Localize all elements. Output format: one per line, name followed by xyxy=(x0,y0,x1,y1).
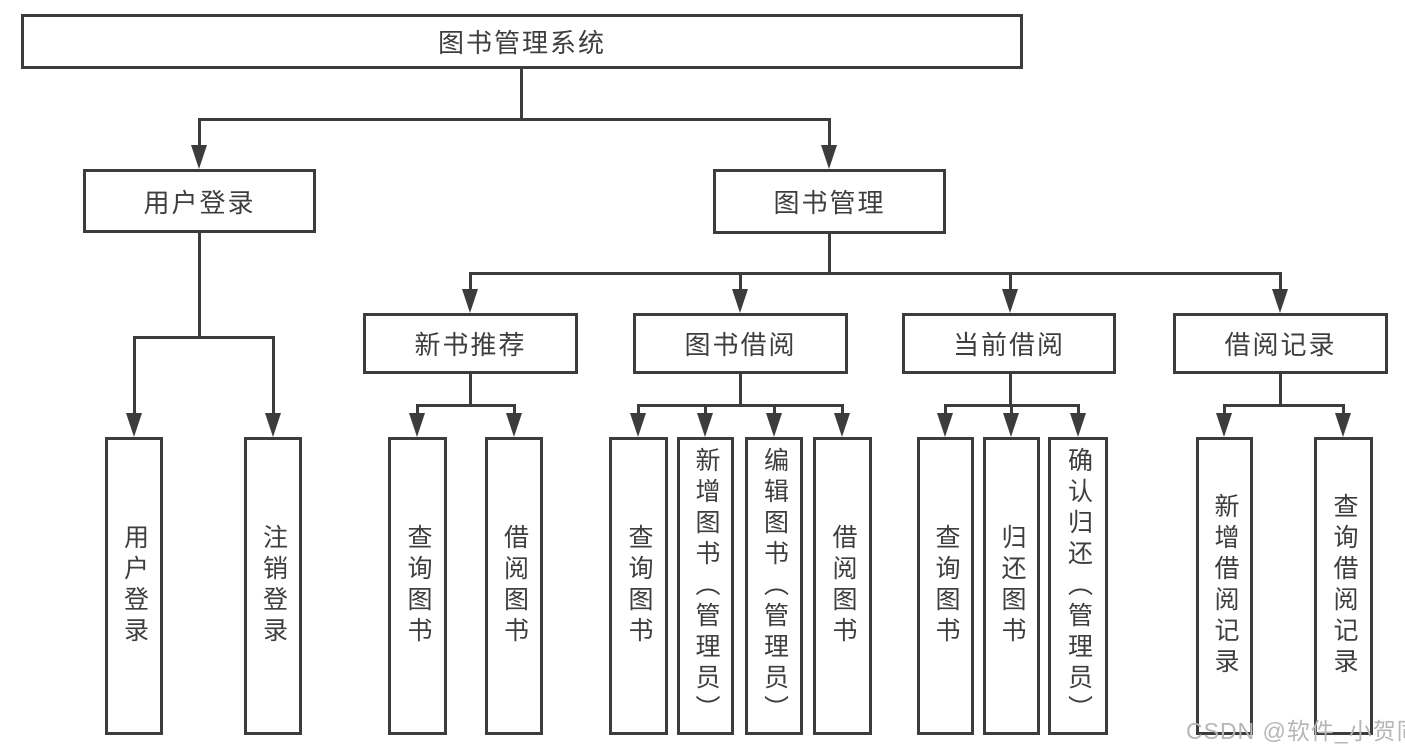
connector-line xyxy=(1077,404,1080,415)
leaf-borrow-books-borrowing: 借阅图书 xyxy=(813,437,872,735)
connector-line xyxy=(739,374,742,407)
connector-line xyxy=(520,68,523,121)
node-library-management-system: 图书管理系统 xyxy=(21,14,1023,69)
arrowhead xyxy=(937,413,953,437)
connector-line xyxy=(1279,272,1282,291)
connector-line xyxy=(739,272,742,291)
leaf-logout: 注销登录 xyxy=(244,437,302,735)
arrowhead xyxy=(126,413,142,437)
arrowhead xyxy=(191,145,207,169)
leaf-query-books-current: 查询图书 xyxy=(917,437,974,735)
connector-line xyxy=(1279,374,1282,407)
node-new-book-recommendation: 新书推荐 xyxy=(363,313,578,374)
arrowhead xyxy=(1003,413,1019,437)
arrowhead xyxy=(1216,413,1232,437)
csdn-watermark: CSDN @软件_小贺同学 xyxy=(1186,718,1405,744)
node-borrowing-records: 借阅记录 xyxy=(1173,313,1388,374)
leaf-confirm-return-admin: 确认归还（管理员） xyxy=(1048,437,1108,735)
arrowhead xyxy=(697,413,713,437)
arrowhead xyxy=(506,413,522,437)
leaf-add-borrow-record: 新增借阅记录 xyxy=(1196,437,1253,735)
connector-line xyxy=(416,404,419,415)
connector-line xyxy=(704,404,707,415)
connector-line xyxy=(198,118,201,147)
arrowhead xyxy=(834,413,850,437)
arrowhead xyxy=(821,145,837,169)
connector-line xyxy=(469,272,1282,275)
connector-line xyxy=(841,404,844,415)
connector-line xyxy=(1009,272,1012,291)
node-book-management: 图书管理 xyxy=(713,169,946,234)
node-current-borrowing: 当前借阅 xyxy=(902,313,1116,374)
arrowhead xyxy=(1070,413,1086,437)
connector-line xyxy=(1009,374,1012,407)
arrowhead xyxy=(265,413,281,437)
leaf-user-login: 用户登录 xyxy=(105,437,163,735)
connector-line xyxy=(513,404,516,415)
connector-line xyxy=(469,272,472,291)
connector-line xyxy=(198,233,201,339)
leaf-edit-books-admin: 编辑图书（管理员） xyxy=(745,437,803,735)
node-user-login: 用户登录 xyxy=(83,169,316,233)
connector-line xyxy=(1010,404,1013,415)
connector-line xyxy=(198,118,831,121)
connector-line xyxy=(773,404,776,415)
connector-line xyxy=(416,404,516,407)
connector-line xyxy=(637,404,640,415)
arrowhead xyxy=(766,413,782,437)
arrowhead xyxy=(630,413,646,437)
connector-line xyxy=(637,404,844,407)
arrowhead xyxy=(1272,289,1288,313)
connector-line xyxy=(828,118,831,147)
leaf-query-books-borrowing: 查询图书 xyxy=(609,437,668,735)
leaf-borrow-books-recommend: 借阅图书 xyxy=(485,437,543,735)
leaf-query-books-recommend: 查询图书 xyxy=(388,437,447,735)
connector-line xyxy=(272,336,275,415)
arrowhead xyxy=(732,289,748,313)
connector-line xyxy=(828,234,831,275)
connector-line xyxy=(1223,404,1226,415)
arrowhead xyxy=(1002,289,1018,313)
arrowhead xyxy=(409,413,425,437)
connector-line xyxy=(469,374,472,407)
connector-line xyxy=(133,336,275,339)
connector-line xyxy=(1223,404,1345,407)
node-book-borrowing: 图书借阅 xyxy=(633,313,848,374)
connector-line xyxy=(944,404,947,415)
connector-line xyxy=(133,336,136,415)
arrowhead xyxy=(462,289,478,313)
arrowhead xyxy=(1335,413,1351,437)
connector-line xyxy=(1342,404,1345,415)
leaf-add-books-admin: 新增图书（管理员） xyxy=(677,437,734,735)
leaf-return-books: 归还图书 xyxy=(983,437,1040,735)
leaf-query-borrow-record: 查询借阅记录 xyxy=(1314,437,1373,735)
